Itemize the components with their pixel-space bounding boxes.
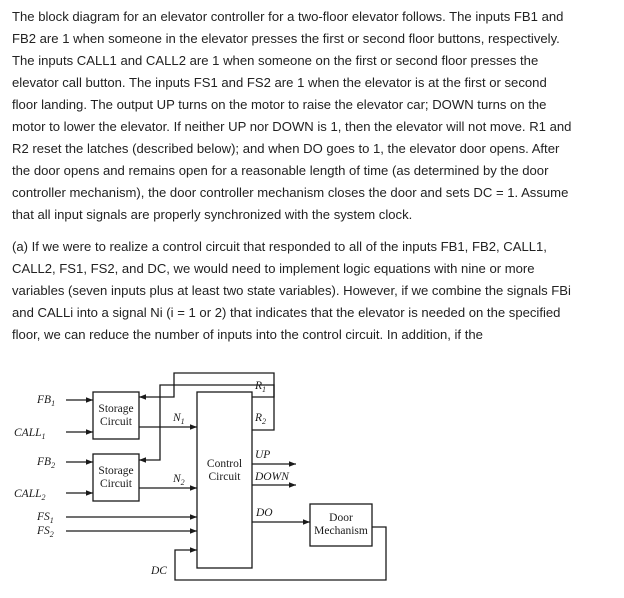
- door-mechanism-label: Mechanism: [314, 525, 368, 537]
- text-line: the door opens and remains open for a re…: [12, 163, 549, 178]
- signal-label-r1: R1: [254, 380, 266, 394]
- control-circuit-label: Circuit: [209, 471, 242, 483]
- text-line: CALL2, FS1, FS2, and DC, we would need t…: [12, 261, 535, 276]
- text-line: that all input signals are properly sync…: [12, 207, 413, 222]
- storage-circuit-2-label: Storage: [98, 465, 133, 477]
- storage-circuit-2-box: [92, 453, 140, 502]
- text-line: elevator call button. The inputs FS1 and…: [12, 75, 547, 90]
- text-line: motor to lower the elevator. If neither …: [12, 119, 572, 134]
- control-circuit-label: Control: [207, 458, 242, 470]
- part-a-paragraph: (a) If we were to realize a control circ…: [12, 236, 610, 346]
- text-line: (a) If we were to realize a control circ…: [12, 239, 547, 254]
- text-line: floor landing. The output UP turns on th…: [12, 97, 547, 112]
- storage-circuit-1-box: [92, 391, 140, 440]
- input-label-fs1: FS1: [36, 511, 54, 525]
- wire-r1: [139, 372, 275, 400]
- wire-dc: [174, 526, 387, 581]
- signal-label-n1: N1: [172, 412, 185, 426]
- storage-circuit-1-label: Circuit: [100, 416, 133, 428]
- elevator-block-diagram: FB1 CALL1 FB2 CALL2 FS1 FS2 Storage Circ…: [14, 372, 387, 581]
- text-line: FB2 are 1 when someone in the elevator p…: [12, 31, 560, 46]
- signal-label-n2: N2: [172, 473, 185, 487]
- input-label-fs2: FS2: [36, 525, 54, 539]
- input-label-fb1: FB1: [36, 394, 55, 408]
- text-line: The block diagram for an elevator contro…: [12, 9, 564, 24]
- text-line: variables (seven inputs plus at least tw…: [12, 283, 571, 298]
- storage-circuit-2-label: Circuit: [100, 478, 133, 490]
- signal-label-down: DOWN: [254, 471, 290, 483]
- text-line: The inputs CALL1 and CALL2 are 1 when so…: [12, 53, 539, 68]
- input-label-call1: CALL1: [14, 427, 46, 441]
- signal-label-up: UP: [255, 449, 270, 461]
- input-label-fb2: FB2: [36, 456, 55, 470]
- signal-label-do: DO: [255, 507, 273, 519]
- input-label-call2: CALL2: [14, 488, 46, 502]
- signal-label-r2: R2: [254, 412, 266, 426]
- signal-label-dc: DC: [150, 565, 167, 577]
- door-mechanism-label: Door: [329, 512, 353, 524]
- text-line: R2 reset the latches (described below); …: [12, 141, 560, 156]
- control-circuit-box: [196, 391, 253, 569]
- text-line: controller mechanism), the door controll…: [12, 185, 569, 200]
- text-line: and CALLi into a signal Ni (i = 1 or 2) …: [12, 305, 561, 320]
- text-line: floor, we can reduce the number of input…: [12, 327, 483, 342]
- storage-circuit-1-label: Storage: [98, 403, 133, 415]
- door-mechanism-box: [309, 503, 373, 547]
- wire-r2: [139, 384, 275, 463]
- problem-intro-paragraph: The block diagram for an elevator contro…: [12, 6, 610, 226]
